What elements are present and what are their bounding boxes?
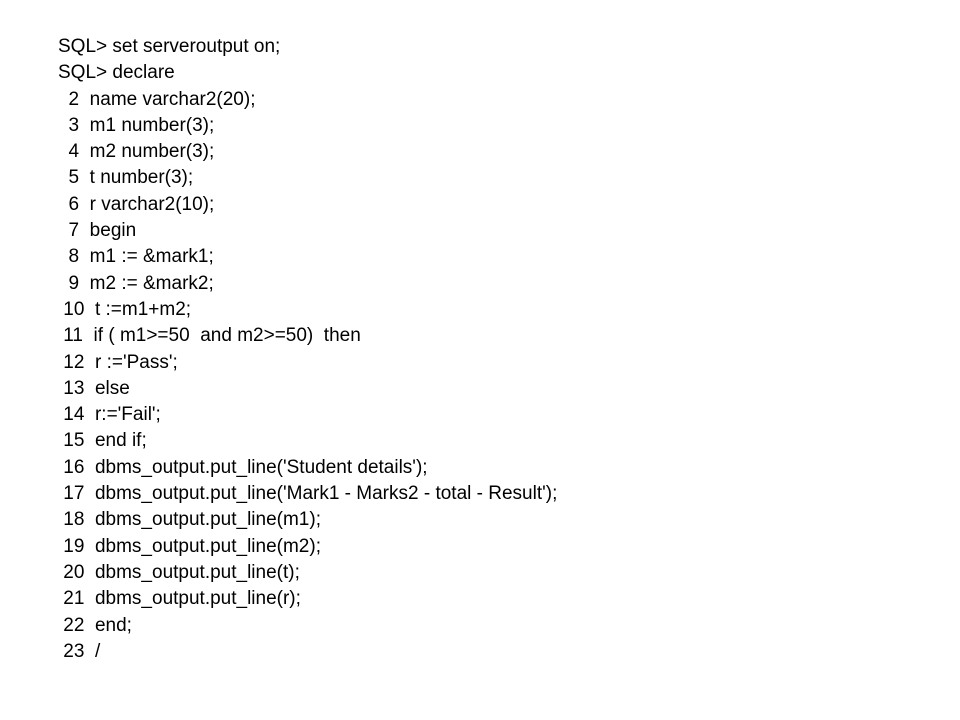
sql-line-13: 12 r :='Pass'; xyxy=(58,351,178,373)
sql-line-17: 16 dbms_output.put_line('Student details… xyxy=(58,456,428,478)
sql-line-14: 13 else xyxy=(58,377,130,399)
sql-line-3: 2 name varchar2(20); xyxy=(58,88,256,110)
sql-line-10: 9 m2 := &mark2; xyxy=(58,272,214,294)
sql-line-23: 22 end; xyxy=(58,614,132,636)
sql-line-16: 15 end if; xyxy=(58,430,147,452)
sql-session-text: SQL> set serveroutput on; SQL> declare 2… xyxy=(58,34,557,665)
sql-line-19: 18 dbms_output.put_line(m1); xyxy=(58,509,321,531)
sql-line-5: 4 m2 number(3); xyxy=(58,141,215,163)
sql-line-6: 5 t number(3); xyxy=(58,167,194,189)
sql-line-18: 17 dbms_output.put_line('Mark1 - Marks2 … xyxy=(58,483,558,505)
sql-line-20: 19 dbms_output.put_line(m2); xyxy=(58,535,321,557)
sql-line-24: 23 / xyxy=(58,640,101,662)
sql-line-22: 21 dbms_output.put_line(r); xyxy=(58,588,301,610)
sql-line-1: SQL> set serveroutput on; xyxy=(58,36,281,57)
sql-line-2: SQL> declare xyxy=(58,62,175,84)
sql-line-4: 3 m1 number(3); xyxy=(58,114,215,136)
sql-line-21: 20 dbms_output.put_line(t); xyxy=(58,561,300,583)
sql-line-8: 7 begin xyxy=(58,220,137,242)
sql-line-7: 6 r varchar2(10); xyxy=(58,193,215,215)
sql-line-11: 10 t :=m1+m2; xyxy=(58,298,192,320)
sql-line-12: 11 if ( m1>=50 and m2>=50) then xyxy=(58,325,361,347)
sql-line-15: 14 r:='Fail'; xyxy=(58,404,161,426)
sql-line-9: 8 m1 := &mark1; xyxy=(58,246,214,268)
